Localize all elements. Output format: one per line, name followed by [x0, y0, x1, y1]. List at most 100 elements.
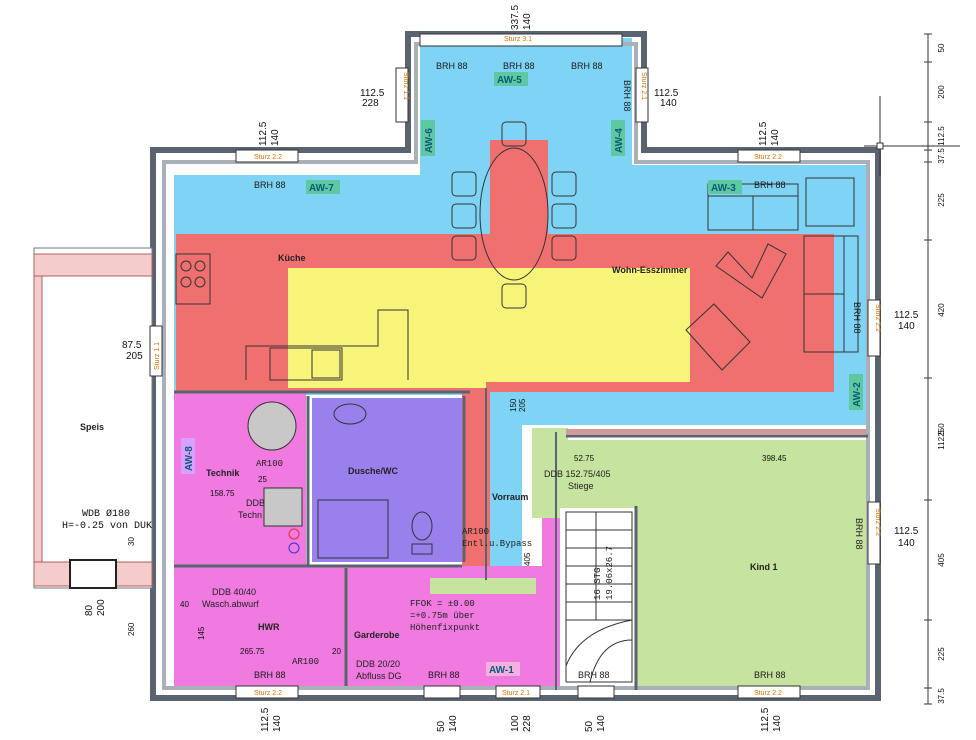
note-ffok2: =+0.75m über: [410, 611, 475, 621]
note-ar100-tech: AR100: [256, 459, 283, 469]
outer-wall-inner: [162, 42, 870, 690]
room-hwr: HWR: [258, 622, 280, 632]
dim-bt3-100: 100: [510, 715, 521, 732]
dim-bt1-1125: 112.5: [260, 707, 271, 732]
dim-a-140: 140: [270, 129, 281, 146]
window-right-top: [635, 67, 649, 123]
sturz-rt: Sturz 2.1: [640, 72, 647, 100]
dim-r3-1125: 112.5: [894, 526, 919, 537]
room-garderobe: Garderobe: [354, 630, 400, 640]
note-ddb-stiege: DDB 152.75/405: [544, 469, 611, 479]
armchair-top: [805, 177, 855, 227]
right-dim-0: 50: [937, 43, 946, 52]
sturz-right2: Sturz 2.2: [874, 508, 881, 536]
dim-b-1125: 112.5: [758, 121, 769, 146]
right-dim-7: 112.5: [937, 430, 946, 450]
dim-sp-80: 80: [84, 604, 95, 616]
toilet: [411, 511, 433, 541]
note-stg1: 16 STG: [593, 568, 603, 600]
right-dim-12: 37.5: [937, 688, 946, 704]
note-stg2: 19.06x26.7: [605, 546, 615, 600]
armchair: [685, 303, 751, 371]
aw-labels: AW-5 AW-7 AW-3 AW-1 AW-6 AW-4 AW-2 AW-8: [181, 72, 863, 676]
brh-b1: BRH 88: [254, 670, 286, 680]
dim-lh-260: 260: [127, 622, 136, 636]
dim-l-1125: 112.5: [360, 88, 385, 99]
right-dim-10: 405: [937, 553, 946, 567]
brh-r1: BRH 88: [852, 302, 862, 334]
right-dim-3: 37.5: [937, 148, 946, 164]
dim-texts: 337.5 140 112.5 228 112.5 140 112.5 140 …: [84, 5, 919, 732]
dim-bt2-50: 50: [436, 720, 447, 732]
note-145: 145: [197, 626, 206, 640]
chaise: [715, 243, 787, 299]
speis-annex: [33, 247, 153, 589]
dim-bt1-140: 140: [272, 715, 283, 732]
note-ffok3: Höhenfixpunkt: [410, 623, 480, 633]
window-left1: [149, 325, 163, 377]
note-26575: 265.75: [240, 647, 265, 656]
dim-bt2-140: 140: [448, 715, 459, 732]
chair-bottom: [501, 283, 527, 309]
right-dim-11: 225: [937, 647, 946, 661]
note-ddb2020: DDB 20/20: [356, 659, 400, 669]
dim-bt5-140: 140: [772, 715, 783, 732]
notes: AR100 158.75 DDB Techn 25 DDB 152.75/405…: [62, 454, 787, 681]
sturz-right1: Sturz 2.2: [874, 304, 881, 332]
zone-white-stair: [560, 508, 636, 686]
dim-e-205: 205: [126, 351, 143, 362]
brh-b2: BRH 88: [428, 670, 460, 680]
window-layer: [149, 33, 881, 699]
brh-top2: BRH 88: [503, 61, 535, 71]
room-speis: Speis: [80, 422, 104, 432]
kitchen-counter: [176, 254, 211, 305]
room-vorraum: Vorraum: [492, 492, 528, 502]
note-entl: Entl.u.Bypass: [462, 539, 532, 549]
window-b3: [495, 685, 541, 699]
shower: [317, 499, 389, 559]
room-kind: Kind 1: [750, 562, 778, 572]
dim-r-1125: 112.5: [654, 88, 679, 99]
zone-yellow: [288, 268, 690, 388]
note-405: 405: [523, 552, 532, 566]
dining-table: [479, 147, 549, 281]
zone-green-corr: [430, 578, 536, 594]
dim-top-140: 140: [522, 13, 533, 30]
aw5-label: AW-5: [497, 75, 522, 86]
dim-a-1125: 112.5: [258, 121, 269, 146]
sturz-b1: Sturz 2.2: [254, 690, 282, 697]
window-b1: [235, 685, 299, 699]
sink: [269, 347, 343, 381]
brh-top3: BRH 88: [571, 61, 603, 71]
brh-b4: BRH 88: [754, 670, 786, 680]
note-abfluss: Abfluss DG: [356, 671, 402, 681]
zone-red-dining: [490, 140, 548, 250]
window-b2: [423, 685, 461, 699]
aw7-label: AW-7: [309, 183, 334, 194]
chair-r1: [551, 171, 577, 197]
chair-r2: [551, 203, 577, 229]
aw6-label: AW-6: [424, 128, 435, 153]
note-techn: Techn: [238, 510, 262, 520]
dim-r2-140: 140: [898, 321, 915, 332]
window-aw7: [235, 149, 299, 163]
washbasin: [333, 403, 367, 425]
dim-e-875: 87.5: [122, 340, 142, 351]
room-dusche: Dusche/WC: [348, 466, 399, 476]
note-waschabwurf: Wasch.abwurf: [202, 599, 259, 609]
zone-green-stair: [532, 428, 568, 518]
stair: [565, 511, 633, 683]
window-b5: [737, 685, 801, 699]
chair-r3: [551, 235, 577, 261]
kitchen-island: [245, 309, 409, 380]
brh-b3: BRH 88: [578, 670, 610, 680]
right-dim-6: 420: [937, 303, 946, 317]
note-wdb1: WDB Ø180: [82, 508, 130, 520]
dim-bt5-1125: 112.5: [760, 707, 771, 732]
window-aw3: [737, 149, 801, 163]
note-wdb2: H=-0.25 von DUK: [62, 521, 152, 532]
aw3-label: AW-3: [711, 183, 736, 194]
note-25: 25: [258, 475, 267, 484]
